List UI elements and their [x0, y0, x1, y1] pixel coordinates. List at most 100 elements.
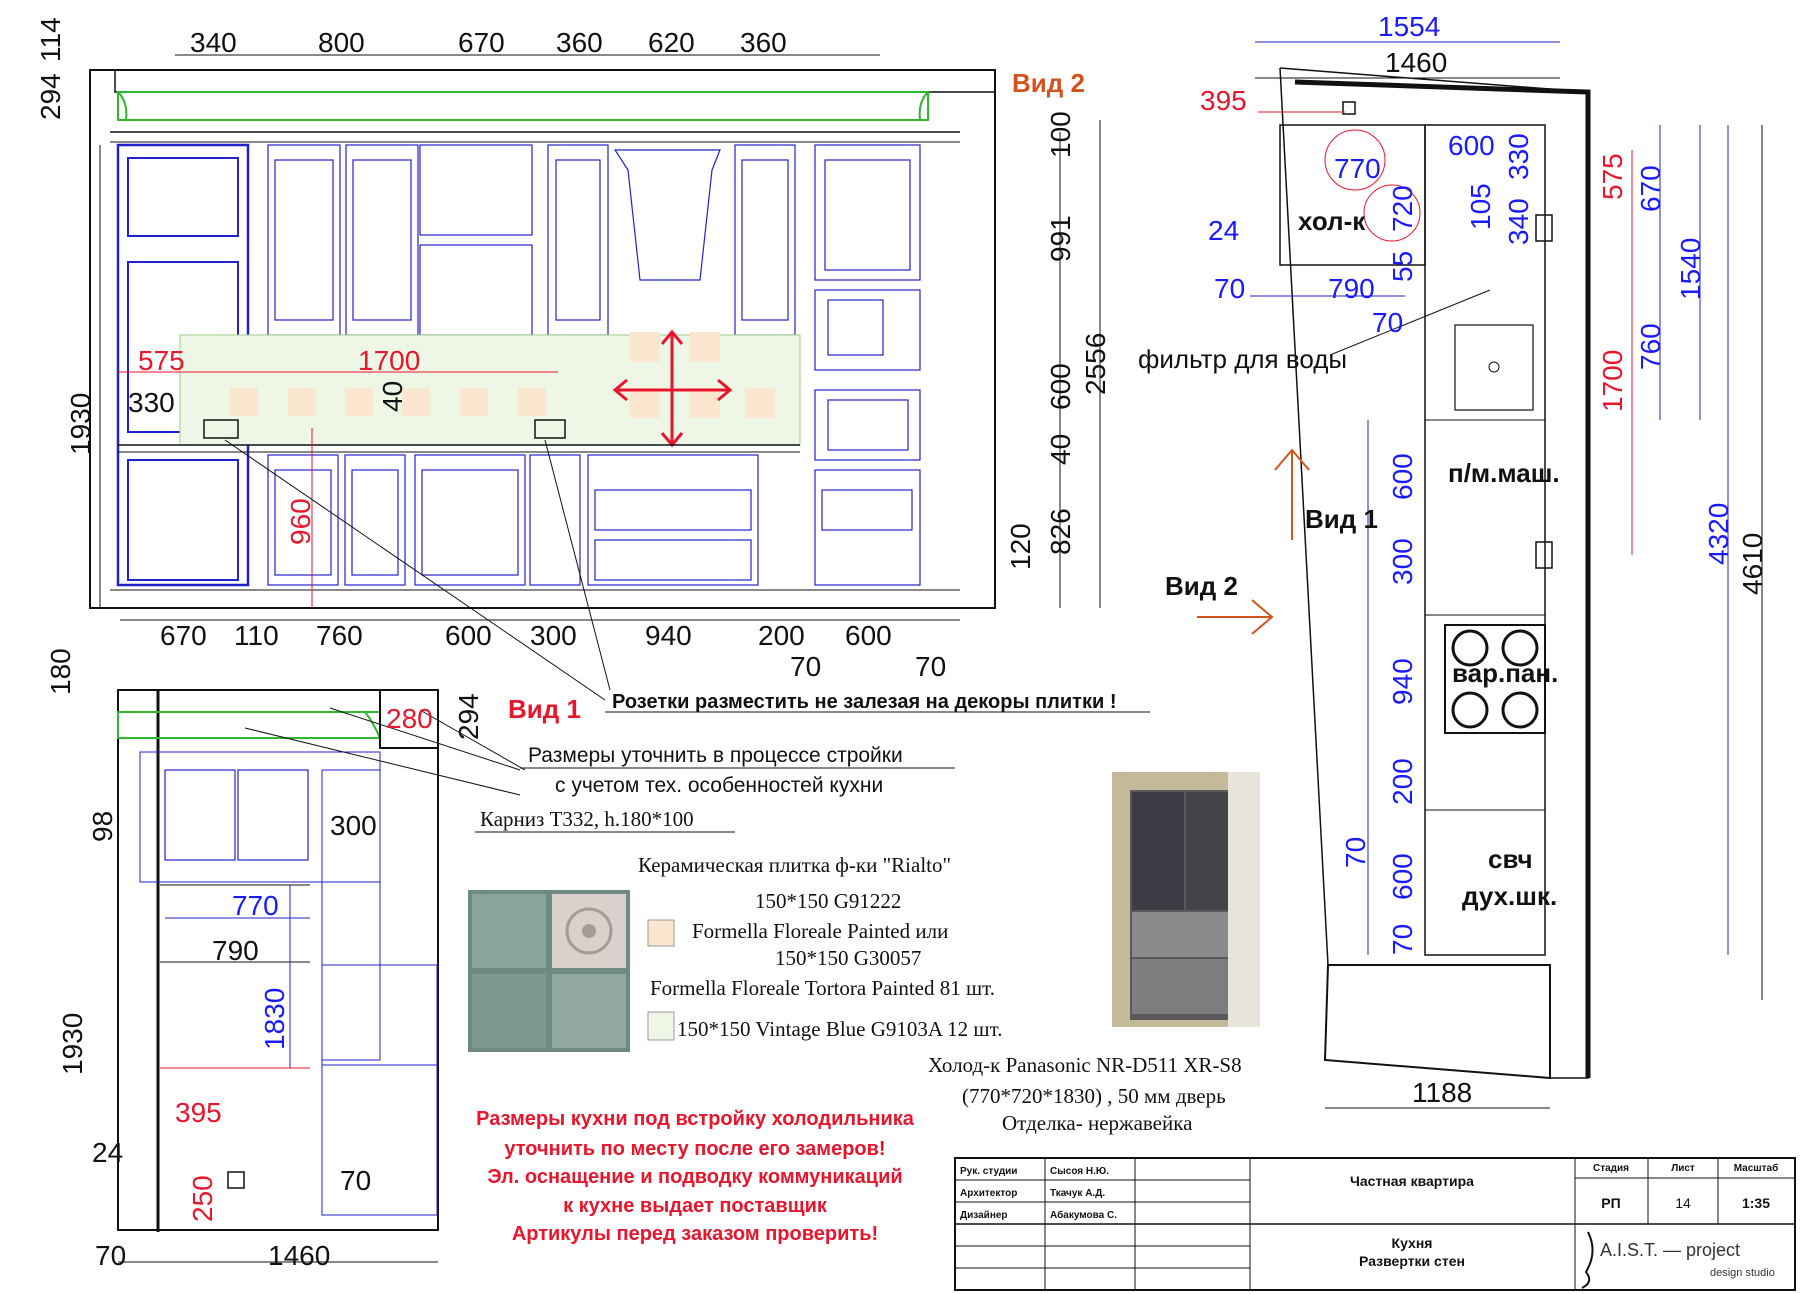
warn-line-3: Эл. оснащение и подводку коммуникаций: [487, 1166, 902, 1188]
dim-right-120: 120: [1005, 523, 1036, 570]
e1-dim-300: 300: [330, 810, 377, 841]
e1-dim-1930: 1930: [57, 1013, 88, 1075]
plan-dim-600-top: 600: [1448, 130, 1495, 161]
plan-dim-70b: 70: [1372, 307, 1403, 338]
view-2-label-plan: Вид 2: [1165, 571, 1238, 601]
plan-dim-105: 105: [1465, 183, 1496, 230]
tb-header-stage: Стадия: [1593, 1163, 1629, 1174]
plan-dim-600b: 600: [1387, 853, 1418, 900]
plan-dim-1188: 1188: [1412, 1077, 1472, 1108]
e1-dim-770: 770: [232, 890, 279, 921]
fridge-line-2: (770*720*1830) , 50 мм дверь: [962, 1084, 1226, 1108]
elevation-view-1-dims: 180 98 1930 24 70 1460 790 300 70 280 29…: [45, 648, 581, 1271]
warn-line-4: к кухне выдает поставщик: [563, 1195, 828, 1217]
tb-scale: 1:35: [1742, 1195, 1770, 1211]
e1-dim-294: 294: [453, 693, 484, 740]
dim-top-340: 340: [190, 27, 237, 58]
floor-plan: [1197, 41, 1763, 1109]
e1-dim-1460: 1460: [268, 1240, 330, 1271]
fridge-line-3: Отделка- нержавейка: [1002, 1111, 1193, 1135]
dim-bot-940: 940: [645, 620, 692, 651]
tb-name-3: Абакумова С.: [1050, 1209, 1117, 1221]
tb-name-2: Ткачук А.Д.: [1050, 1188, 1105, 1199]
plan-dim-670: 670: [1635, 165, 1666, 212]
elevation-view-1: [117, 689, 526, 1263]
label-microwave: свч: [1488, 844, 1533, 874]
dim-right-100: 100: [1045, 111, 1076, 158]
e1-dim-24: 24: [92, 1137, 123, 1168]
plan-dim-720: 720: [1387, 185, 1418, 232]
dim-total-2556: 2556: [1080, 333, 1111, 395]
tile-line-6: 150*150 Vintage Blue G9103A 12 шт.: [677, 1017, 1002, 1041]
plan-dim-575: 575: [1597, 153, 1628, 200]
plan-dim-70a: 70: [1214, 273, 1245, 304]
tb-role-2: Архитектор: [960, 1188, 1017, 1199]
label-fridge: хол-к: [1298, 206, 1366, 236]
tb-header-sheet: Лист: [1671, 1163, 1695, 1174]
view-1-label: Вид 1: [508, 694, 581, 724]
e1-dim-98: 98: [87, 811, 118, 842]
tile-swatch-green: [647, 1011, 675, 1041]
plan-dim-70d: 70: [1387, 924, 1418, 955]
tb-role-1: Рук. студии: [960, 1166, 1017, 1177]
tb-studio: A.I.S.T. — project: [1600, 1240, 1740, 1260]
elevation-view-2: [89, 54, 1101, 701]
dim-top-360b: 360: [740, 27, 787, 58]
view-1-label-plan: Вид 1: [1305, 504, 1378, 534]
tile-photo: [468, 890, 630, 1052]
plan-dim-330: 330: [1503, 133, 1534, 180]
view-2-label-top: Вид 2: [1012, 68, 1085, 98]
plan-dim-70c: 70: [1340, 837, 1371, 868]
tb-sheet-no: 14: [1675, 1195, 1691, 1211]
dim-socket-1700: 1700: [358, 345, 420, 376]
dim-right-826: 826: [1045, 508, 1076, 555]
dim-top-360a: 360: [556, 27, 603, 58]
tile-line-1: Керамическая плитка ф-ки "Rialto": [638, 853, 951, 877]
plan-dim-1540: 1540: [1675, 238, 1706, 300]
plan-dim-1460: 1460: [1385, 47, 1447, 78]
e1-dim-70b: 70: [340, 1165, 371, 1196]
warn-line-1: Размеры кухни под встройку холодильника: [476, 1108, 915, 1130]
elevation-view-2-dims: 340 800 670 360 620 360 670 110 760 600 …: [35, 17, 1111, 682]
dim-sub-70a: 70: [790, 651, 821, 682]
dim-socket-575: 575: [138, 345, 185, 376]
tb-sheet-title-2: Развертки стен: [1359, 1253, 1465, 1269]
warn-line-2: уточнить по месту после его замеров!: [504, 1138, 885, 1160]
e1-dim-70a: 70: [95, 1240, 126, 1271]
tb-header-scale: Масштаб: [1734, 1162, 1779, 1174]
e1-dim-395: 395: [175, 1097, 222, 1128]
dim-socket-40: 40: [377, 381, 408, 412]
fridge-photo: [1112, 772, 1260, 1027]
plan-dim-600a: 600: [1387, 453, 1418, 500]
note-cornice: Карниз Т332, h.180*100: [480, 807, 694, 831]
notes: Розетки разместить не залезая на декоры …: [468, 691, 1260, 1245]
plan-dim-790: 790: [1328, 273, 1375, 304]
dim-top-620: 620: [648, 27, 695, 58]
dim-left-1930: 1930: [65, 393, 96, 455]
tb-sheet-title-1: Кухня: [1392, 1235, 1433, 1251]
dim-right-991: 991: [1045, 215, 1076, 262]
dim-right-600: 600: [1045, 363, 1076, 410]
e1-dim-280: 280: [386, 703, 433, 734]
dim-left-330: 330: [128, 387, 175, 418]
e1-dim-1830: 1830: [259, 988, 290, 1050]
label-water-filter: фильтр для воды: [1138, 344, 1347, 374]
label-oven: дух.шк.: [1462, 881, 1557, 911]
plan-dim-4320: 4320: [1703, 503, 1734, 565]
plan-dim-395: 395: [1200, 85, 1247, 116]
note-clarify-1: Размеры уточнить в процессе стройки: [528, 744, 903, 767]
dim-top-670: 670: [458, 27, 505, 58]
e1-dim-790: 790: [212, 935, 259, 966]
e1-dim-180: 180: [45, 648, 76, 695]
warn-line-5: Артикулы перед заказом проверить!: [512, 1223, 878, 1245]
dim-left-294: 294: [35, 73, 66, 120]
plan-dim-940: 940: [1387, 658, 1418, 705]
tb-name-1: Сысоя Н.Ю.: [1050, 1166, 1109, 1177]
studio-logo: [1581, 1231, 1594, 1289]
tile-line-4: 150*150 G30057: [775, 946, 921, 970]
plan-dim-4610: 4610: [1737, 533, 1768, 595]
dim-bot-600a: 600: [445, 620, 492, 651]
plan-dim-1554: 1554: [1378, 11, 1440, 42]
tb-stage: РП: [1601, 1195, 1620, 1211]
label-hob: вар.пан.: [1452, 658, 1558, 688]
